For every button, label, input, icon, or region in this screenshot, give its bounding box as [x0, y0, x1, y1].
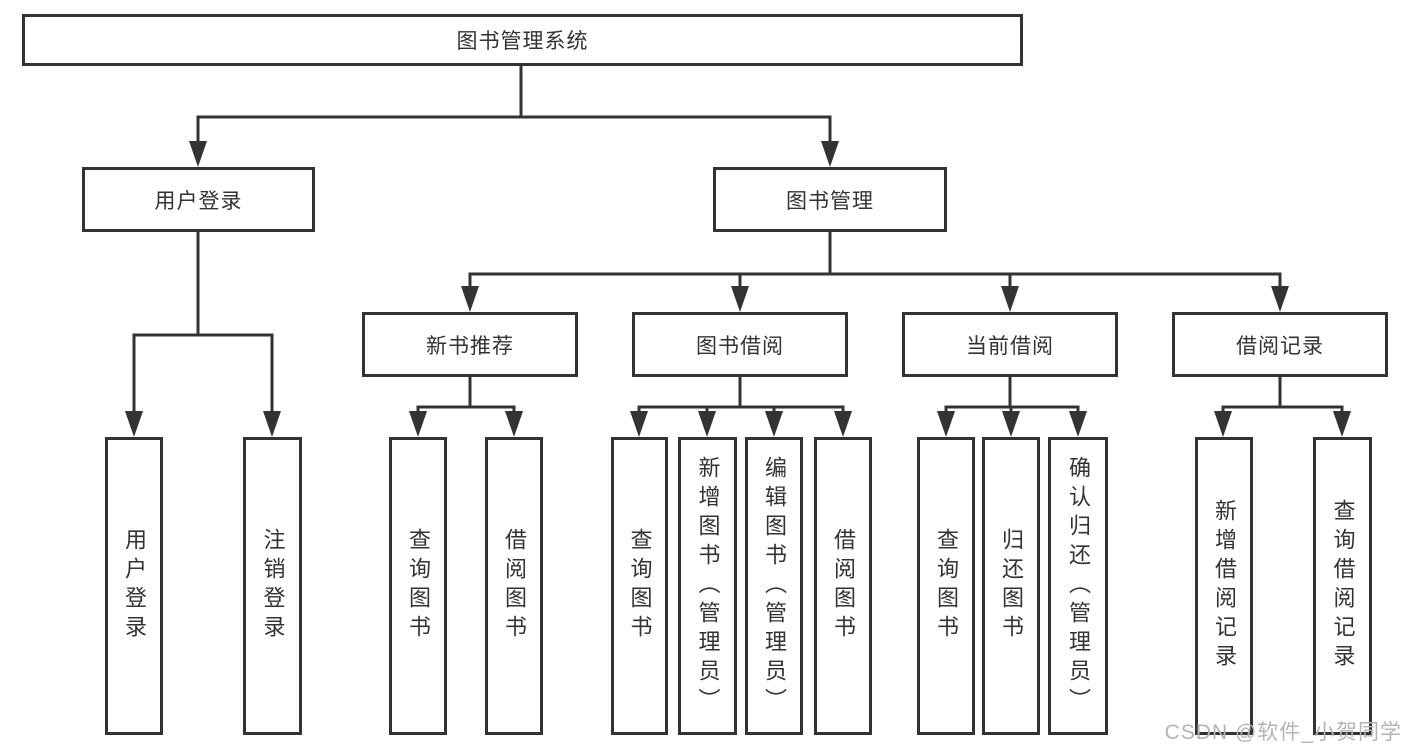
- node-book-borrowing-label: 图书借阅: [696, 334, 784, 358]
- node-leaf-logout-label: 注销登录: [260, 528, 286, 644]
- arrowhead-icon: [765, 411, 783, 437]
- node-user-login: 用户登录: [82, 167, 315, 232]
- node-leaf-query-books-recommend-label: 查询图书: [406, 528, 431, 644]
- node-leaf-query-borrow-record: 查询借阅记录: [1313, 437, 1372, 735]
- node-book-management: 图书管理: [713, 167, 947, 232]
- watermark: CSDN @软件_小贺同学: [1164, 721, 1402, 744]
- node-leaf-confirm-return-admin-label: 确认归还（管理员）: [1066, 455, 1091, 717]
- arrowhead-icon: [409, 411, 427, 437]
- arrowhead-icon: [1333, 411, 1351, 437]
- arrowhead-icon: [630, 411, 648, 437]
- node-leaf-confirm-return-admin: 确认归还（管理员）: [1048, 437, 1108, 735]
- node-leaf-query-books-current: 查询图书: [917, 437, 975, 735]
- node-leaf-add-books-admin: 新增图书（管理员）: [678, 437, 737, 735]
- node-leaf-query-books-current-label: 查询图书: [934, 528, 959, 644]
- node-leaf-return-books: 归还图书: [982, 437, 1040, 735]
- arrowhead-icon: [698, 411, 716, 437]
- node-leaf-query-books-recommend: 查询图书: [389, 437, 447, 735]
- node-leaf-query-books-borrowing: 查询图书: [611, 437, 668, 735]
- node-leaf-borrow-books-recommend-label: 借阅图书: [502, 528, 527, 644]
- node-user-login-label: 用户登录: [154, 189, 243, 213]
- arrowhead-icon: [1271, 286, 1289, 312]
- arrowhead-icon: [461, 286, 479, 312]
- arrowhead-icon: [1214, 411, 1232, 437]
- arrowhead-icon: [937, 411, 955, 437]
- node-root: 图书管理系统: [22, 14, 1023, 66]
- node-borrow-records-label: 借阅记录: [1236, 334, 1324, 358]
- node-leaf-borrow-books: 借阅图书: [814, 437, 872, 735]
- arrowhead-icon: [1002, 411, 1020, 437]
- node-leaf-return-books-label: 归还图书: [999, 528, 1024, 644]
- node-new-book-recommend-label: 新书推荐: [426, 334, 514, 358]
- node-leaf-query-borrow-record-label: 查询借阅记录: [1330, 499, 1356, 673]
- arrowhead-icon: [1001, 286, 1019, 312]
- node-current-borrowing-label: 当前借阅: [966, 334, 1054, 358]
- node-leaf-edit-books-admin: 编辑图书（管理员）: [745, 437, 803, 735]
- node-leaf-add-borrow-record-label: 新增借阅记录: [1212, 499, 1237, 673]
- node-borrow-records: 借阅记录: [1172, 312, 1388, 377]
- node-leaf-add-books-admin-label: 新增图书（管理员）: [695, 455, 721, 717]
- arrowhead-icon: [1069, 411, 1087, 437]
- node-leaf-add-borrow-record: 新增借阅记录: [1195, 437, 1253, 735]
- arrowhead-icon: [834, 411, 852, 437]
- node-leaf-user-login: 用户登录: [105, 437, 163, 735]
- node-leaf-borrow-books-label: 借阅图书: [831, 528, 856, 644]
- node-root-label: 图书管理系统: [456, 30, 589, 53]
- node-new-book-recommend: 新书推荐: [362, 312, 578, 377]
- arrowhead-icon: [821, 141, 839, 167]
- node-leaf-borrow-books-recommend: 借阅图书: [485, 437, 543, 735]
- node-book-borrowing: 图书借阅: [632, 312, 848, 377]
- node-current-borrowing: 当前借阅: [902, 312, 1118, 377]
- arrowhead-icon: [189, 141, 207, 167]
- node-leaf-query-books-borrowing-label: 查询图书: [627, 528, 653, 644]
- node-leaf-edit-books-admin-label: 编辑图书（管理员）: [762, 455, 787, 717]
- arrowhead-icon: [505, 411, 523, 437]
- arrowhead-icon: [125, 411, 143, 437]
- arrowhead-icon: [263, 411, 281, 437]
- arrowhead-icon: [731, 286, 749, 312]
- node-book-management-label: 图书管理: [786, 189, 874, 213]
- node-leaf-logout: 注销登录: [243, 437, 302, 735]
- node-leaf-user-login-label: 用户登录: [122, 528, 147, 644]
